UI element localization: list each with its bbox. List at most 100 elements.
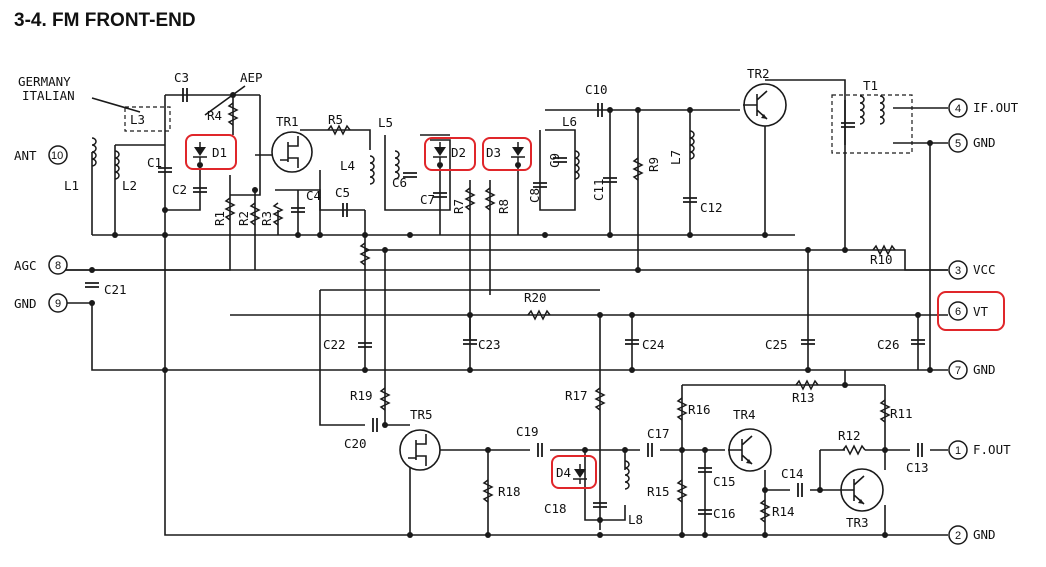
wiring <box>58 79 948 536</box>
label-r13: R13 <box>792 390 815 405</box>
terminal-label-ifout: IF.OUT <box>973 100 1019 115</box>
label-r18: R18 <box>498 484 521 499</box>
transistor-tr4-symbol <box>727 428 772 472</box>
junction-dots <box>89 92 933 538</box>
label-c21: C21 <box>104 282 127 297</box>
terminal-num-fout: 1 <box>955 445 961 457</box>
label-c26: C26 <box>877 337 900 352</box>
label-r12: R12 <box>838 428 861 443</box>
label-c18: C18 <box>544 501 567 516</box>
terminal-label-gnd9: GND <box>14 296 37 311</box>
transistor-tr3-symbol <box>839 468 884 512</box>
transistor-tr2-symbol <box>742 83 787 127</box>
label-r4: R4 <box>207 108 222 123</box>
label-tr3: TR3 <box>846 515 869 530</box>
highlight-d2 <box>424 137 476 171</box>
terminal-num-agc: 8 <box>55 260 61 272</box>
terminal-num-ifout: 4 <box>955 103 961 115</box>
note-aep: AEP <box>240 70 263 85</box>
terminal-num-gnd9: 9 <box>55 298 61 310</box>
label-r8: R8 <box>496 199 511 214</box>
label-c11: C11 <box>591 178 606 201</box>
terminal-num-vt: 6 <box>955 306 961 318</box>
label-d2: D2 <box>451 145 466 160</box>
label-c15: C15 <box>713 474 736 489</box>
terminal-label-agc: AGC <box>14 258 37 273</box>
label-d4: D4 <box>556 465 571 480</box>
label-c4: C4 <box>306 188 321 203</box>
label-l6: L6 <box>562 114 577 129</box>
label-c10: C10 <box>585 82 608 97</box>
label-r10: R10 <box>870 252 893 267</box>
diode-d2-symbol <box>432 141 448 163</box>
note-italian: ITALIAN <box>22 88 75 103</box>
terminal-label-fout: F.OUT <box>973 442 1011 457</box>
transformer-t1-box <box>831 94 913 154</box>
highlight-d1 <box>185 134 237 170</box>
terminal-num-gnd5: 5 <box>955 138 961 150</box>
label-c24: C24 <box>642 337 665 352</box>
label-c1: C1 <box>147 155 162 170</box>
label-c23: C23 <box>478 337 501 352</box>
terminal-label-gnd2: GND <box>973 527 996 542</box>
terminal-num-gnd2: 2 <box>955 530 961 542</box>
label-c13: C13 <box>906 460 929 475</box>
label-tr2: TR2 <box>747 66 770 81</box>
label-c6: C6 <box>392 175 407 190</box>
label-c19: C19 <box>516 424 539 439</box>
inductor-l3-box <box>124 106 171 132</box>
terminal-num-gnd7: 7 <box>955 365 961 377</box>
label-l8: L8 <box>628 512 643 527</box>
terminal-num-vcc: 3 <box>955 265 961 277</box>
label-r11: R11 <box>890 406 913 421</box>
label-r5: R5 <box>328 112 343 127</box>
highlight-d3 <box>482 137 532 171</box>
label-l1: L1 <box>64 178 79 193</box>
label-c16: C16 <box>713 506 736 521</box>
transistor-tr1-symbol <box>271 131 313 173</box>
terminal-label-vt: VT <box>973 304 989 319</box>
label-r20: R20 <box>524 290 547 305</box>
label-tr1: TR1 <box>276 114 299 129</box>
label-c5: C5 <box>335 185 350 200</box>
label-d1: D1 <box>212 145 227 160</box>
diode-d3-symbol <box>510 141 526 163</box>
transistor-tr5-symbol <box>399 429 441 471</box>
label-c3: C3 <box>174 70 189 85</box>
label-l2: L2 <box>122 178 137 193</box>
highlight-vt <box>937 291 1005 331</box>
diagram-title: 3-4. FM FRONT-END <box>14 10 196 31</box>
terminal-label-vcc: VCC <box>973 262 996 277</box>
label-r3: R3 <box>259 211 274 226</box>
label-c17: C17 <box>647 426 670 441</box>
terminal-label-gnd5: GND <box>973 135 996 150</box>
diode-d1-symbol <box>192 141 208 163</box>
transformer-t1-coils <box>840 95 885 128</box>
label-tr5: TR5 <box>410 407 433 422</box>
label-r17: R17 <box>565 388 588 403</box>
highlight-d4 <box>551 455 597 489</box>
label-c7: C7 <box>420 192 435 207</box>
label-r1: R1 <box>212 211 227 226</box>
label-c12: C12 <box>700 200 723 215</box>
label-c9: C9 <box>547 153 562 168</box>
label-r16: R16 <box>688 402 711 417</box>
label-l4: L4 <box>340 158 355 173</box>
label-r7: R7 <box>451 199 466 214</box>
label-l3: L3 <box>130 112 145 127</box>
label-c2: C2 <box>172 182 187 197</box>
label-c14: C14 <box>781 466 804 481</box>
label-tr4: TR4 <box>733 407 756 422</box>
label-l7: L7 <box>668 150 683 165</box>
label-r9: R9 <box>646 157 661 172</box>
label-c22: C22 <box>323 337 346 352</box>
terminal-label-gnd7: GND <box>973 362 996 377</box>
terminal-num-ant: 10 <box>51 150 63 162</box>
note-leader-lines <box>91 85 246 116</box>
label-l5: L5 <box>378 115 393 130</box>
label-r15: R15 <box>647 484 670 499</box>
label-t1: T1 <box>863 78 878 93</box>
component-symbols <box>84 87 926 523</box>
label-r14: R14 <box>772 504 795 519</box>
